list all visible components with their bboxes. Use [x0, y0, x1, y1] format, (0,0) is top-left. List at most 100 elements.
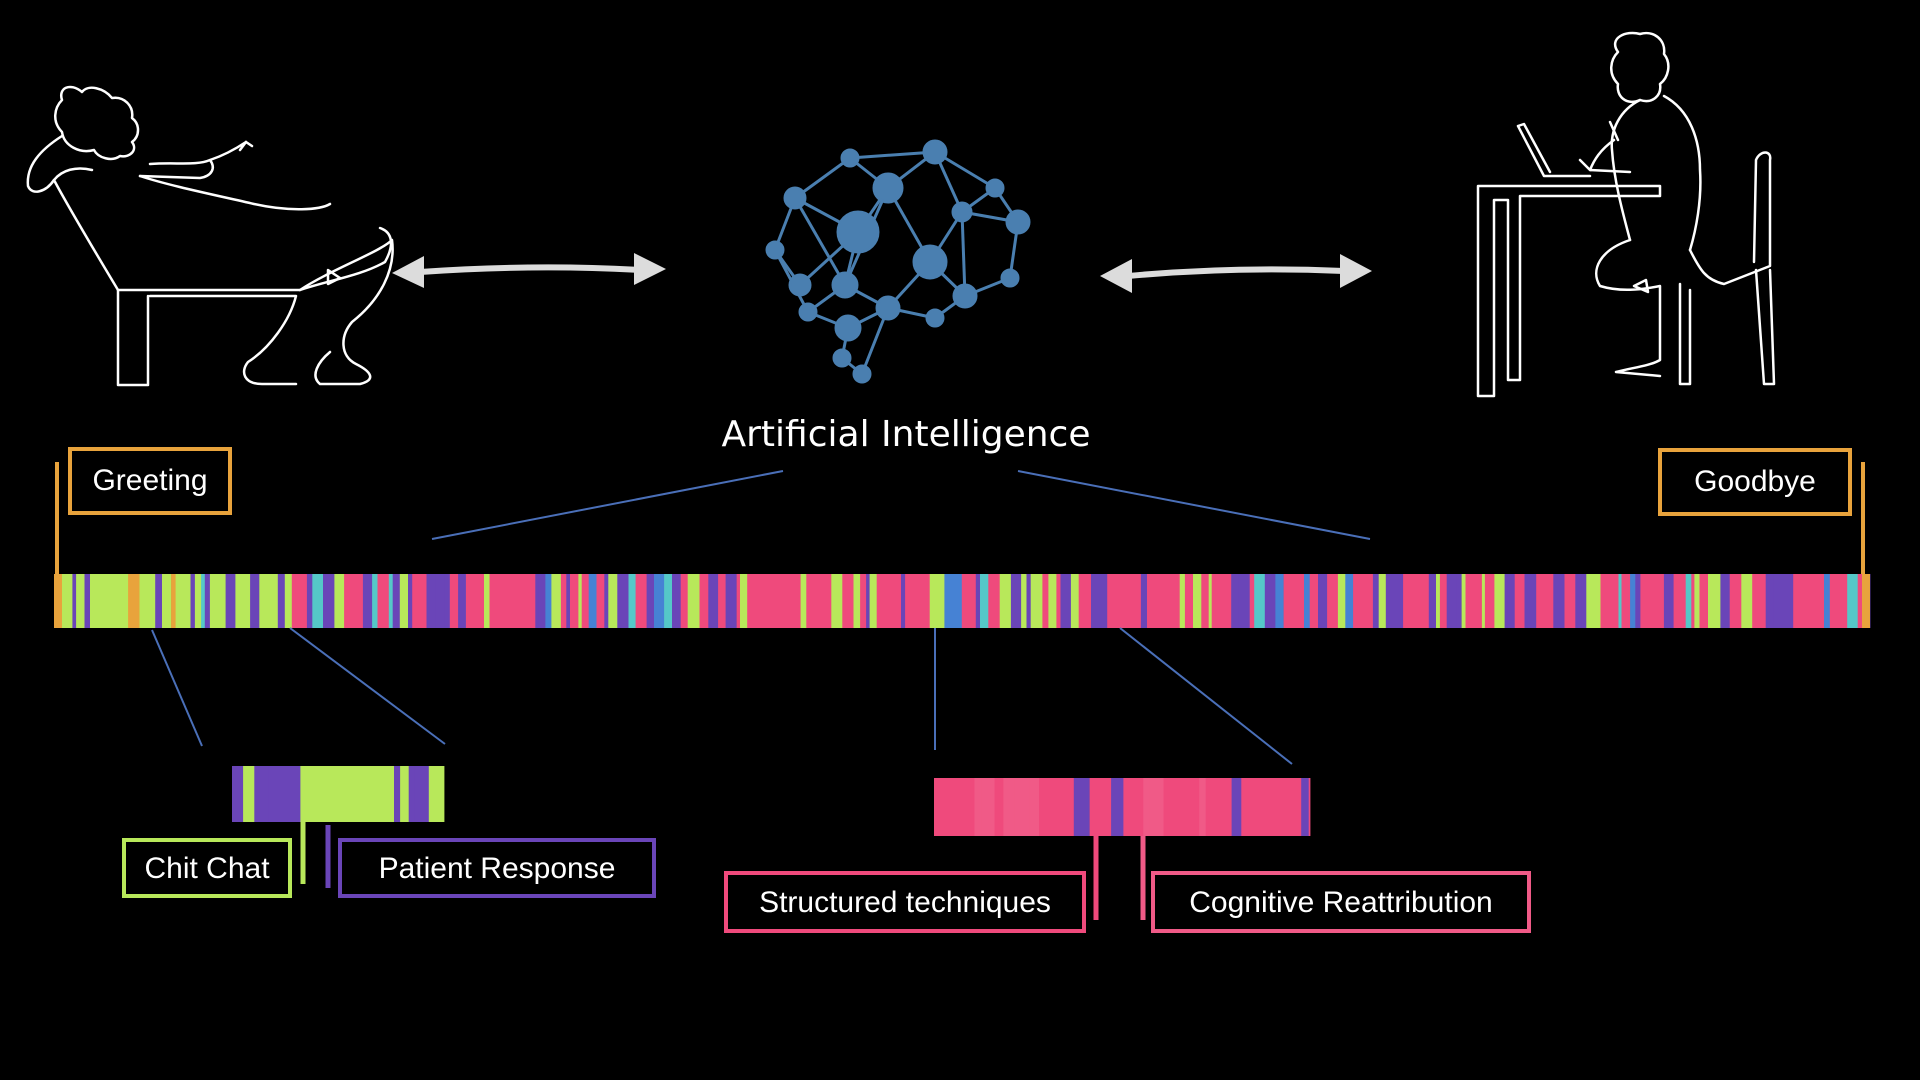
- timeline-stripe: [1301, 778, 1310, 836]
- timeline-stripe: [545, 574, 552, 628]
- timeline-stripe: [1610, 574, 1619, 628]
- timeline-stripe: [394, 766, 401, 822]
- timeline-stripe: [1378, 574, 1387, 628]
- timeline-stripe: [1089, 778, 1098, 836]
- timeline-stripe: [672, 574, 682, 628]
- timeline-stripe: [825, 574, 832, 628]
- timeline-stripe: [687, 574, 700, 628]
- patient-response-callout: [338, 838, 656, 898]
- timeline-stripe: [225, 574, 236, 628]
- timeline-stripe: [323, 574, 335, 628]
- timeline-stripe: [664, 574, 673, 628]
- timeline-stripe: [1484, 574, 1495, 628]
- timeline-stripe: [1564, 574, 1576, 628]
- timeline-stripe: [250, 574, 260, 628]
- timeline-stripe: [975, 574, 981, 628]
- timeline-stripe: [282, 766, 296, 822]
- timeline-stripe: [1713, 574, 1718, 628]
- timeline-stripe: [428, 766, 439, 822]
- timeline-stripe: [806, 574, 816, 628]
- timeline-stripe: [944, 574, 956, 628]
- timeline-stripe: [1123, 778, 1130, 836]
- timeline-stripe: [560, 574, 567, 628]
- timeline-stripe: [1504, 574, 1509, 628]
- timeline-stripe: [1640, 574, 1650, 628]
- timeline-stripe: [72, 574, 77, 628]
- timeline-stripe: [362, 574, 373, 628]
- timeline-stripe: [787, 574, 792, 628]
- timeline-stripe: [243, 766, 255, 822]
- timeline-stripe: [399, 574, 409, 628]
- timeline-stripe: [1173, 778, 1187, 836]
- timeline-stripe: [344, 574, 353, 628]
- timeline-stripe: [905, 574, 917, 628]
- timeline-stripe: [1295, 574, 1305, 628]
- timeline-stripe: [1446, 574, 1458, 628]
- timeline-stripe: [1060, 574, 1072, 628]
- timeline-stripe: [388, 574, 393, 628]
- timeline-stripe: [352, 766, 360, 822]
- timeline-stripe: [846, 574, 854, 628]
- timeline-stripe: [1635, 574, 1641, 628]
- timeline-stripe: [476, 574, 485, 628]
- timeline-stripe: [204, 574, 211, 628]
- timeline-stripe: [1014, 778, 1031, 836]
- timeline-stripe: [775, 574, 788, 628]
- timeline-stripe: [235, 574, 240, 628]
- timeline-stripe: [646, 574, 655, 628]
- timeline-stripe: [1798, 574, 1808, 628]
- timeline-stripe: [377, 574, 381, 628]
- timeline-stripe: [1456, 574, 1462, 628]
- timeline-stripe: [974, 778, 982, 836]
- timeline-stripe: [1199, 778, 1207, 836]
- timeline-stripe: [438, 766, 445, 822]
- timeline-stripe: [84, 574, 91, 628]
- timeline-stripe: [736, 574, 741, 628]
- timeline-stripe: [143, 574, 156, 628]
- timeline-stripe: [573, 574, 579, 628]
- timeline-stripe: [635, 574, 647, 628]
- timeline-stripe: [1497, 574, 1506, 628]
- timeline-stripe: [955, 574, 963, 628]
- goodbye-callout: [1658, 448, 1852, 516]
- timeline-stripe: [1741, 574, 1753, 628]
- timeline-stripe: [1205, 778, 1219, 836]
- timeline-stripe: [1327, 574, 1331, 628]
- timeline-stripe: [259, 574, 272, 628]
- timeline-stripe: [680, 574, 689, 628]
- timeline-stripe: [608, 574, 618, 628]
- structured-techniques-callout: [724, 871, 1086, 933]
- timeline-stripe: [1318, 574, 1328, 628]
- timeline-stripe: [915, 574, 924, 628]
- timeline-stripe: [1275, 574, 1284, 628]
- timeline-stripe: [1761, 574, 1767, 628]
- double-headed-arrow-icon: [392, 253, 666, 288]
- timeline-stripe: [380, 574, 390, 628]
- timeline-stripe: [344, 766, 353, 822]
- timeline-stripe: [1087, 574, 1092, 628]
- timeline-stripe: [588, 574, 597, 628]
- timeline-stripe: [1396, 574, 1404, 628]
- timeline-stripe: [414, 766, 430, 822]
- timeline-stripe: [1481, 574, 1486, 628]
- timeline-stripe: [1694, 574, 1700, 628]
- timeline-stripe: [923, 574, 931, 628]
- timeline-stripe: [1353, 574, 1358, 628]
- timeline-stripe: [1030, 574, 1043, 628]
- timeline-stripe: [1107, 574, 1115, 628]
- cognitive-reattribution-callout: [1151, 871, 1531, 933]
- timeline-stripe: [1847, 574, 1859, 628]
- timeline-stripe: [423, 574, 427, 628]
- timeline-stripe: [1070, 574, 1079, 628]
- timeline-stripe: [295, 766, 301, 822]
- ai-therapist-arrow: [1127, 266, 1345, 279]
- timeline-stripe: [326, 766, 337, 822]
- reclining-patient-icon: [26, 85, 394, 387]
- timeline-stripe: [1547, 574, 1554, 628]
- timeline-stripe: [1208, 574, 1213, 628]
- timeline-stripe: [358, 574, 364, 628]
- timeline-stripe: [981, 778, 995, 836]
- timeline-stripe: [194, 574, 202, 628]
- timeline-endcap: [1862, 574, 1870, 628]
- timeline-stripe: [1114, 574, 1122, 628]
